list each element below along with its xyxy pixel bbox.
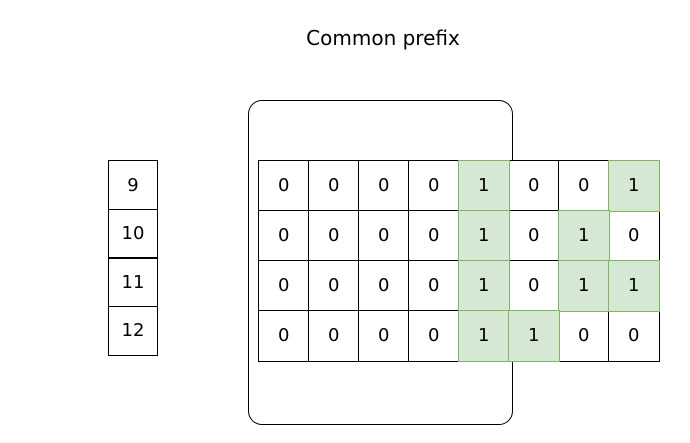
bit-cell: 0 [408,160,460,212]
bit-cell: 0 [358,260,410,312]
bit-cell: 0 [558,160,610,212]
bit-cell: 0 [308,310,360,362]
row-label-column: 9 10 11 12 [108,160,158,356]
row-label: 11 [108,257,158,307]
bit-cell: 1 [558,260,610,312]
bit-cell: 0 [608,210,660,262]
bit-cell: 0 [258,160,310,212]
bit-cell: 1 [458,160,510,212]
bit-cell: 0 [358,210,410,262]
bit-cell: 0 [308,260,360,312]
bit-cell: 0 [408,210,460,262]
bit-cell: 0 [508,210,560,262]
diagram-title: Common prefix [306,26,460,50]
bit-cell: 0 [608,310,660,362]
row-label: 12 [108,305,158,356]
bit-cell: 1 [608,160,660,212]
row-label: 9 [108,160,158,210]
bit-cell: 0 [358,310,410,362]
bit-cell: 1 [458,260,510,312]
bit-cell: 1 [558,210,610,262]
bit-cell: 0 [508,160,560,212]
bit-cell: 1 [608,260,660,312]
bit-cell: 0 [508,260,560,312]
bit-cell: 0 [308,160,360,212]
bit-cell: 0 [258,210,310,262]
bit-cell: 0 [308,210,360,262]
bit-cell: 0 [258,260,310,312]
bit-cell: 1 [458,210,510,262]
bit-cell: 0 [358,160,410,212]
row-label: 10 [108,208,158,259]
bit-cell: 0 [408,310,460,362]
bit-cell: 1 [458,310,510,362]
bit-cell: 0 [258,310,310,362]
bit-cell: 1 [508,310,560,362]
bit-cell: 0 [408,260,460,312]
bit-cell: 0 [558,310,610,362]
